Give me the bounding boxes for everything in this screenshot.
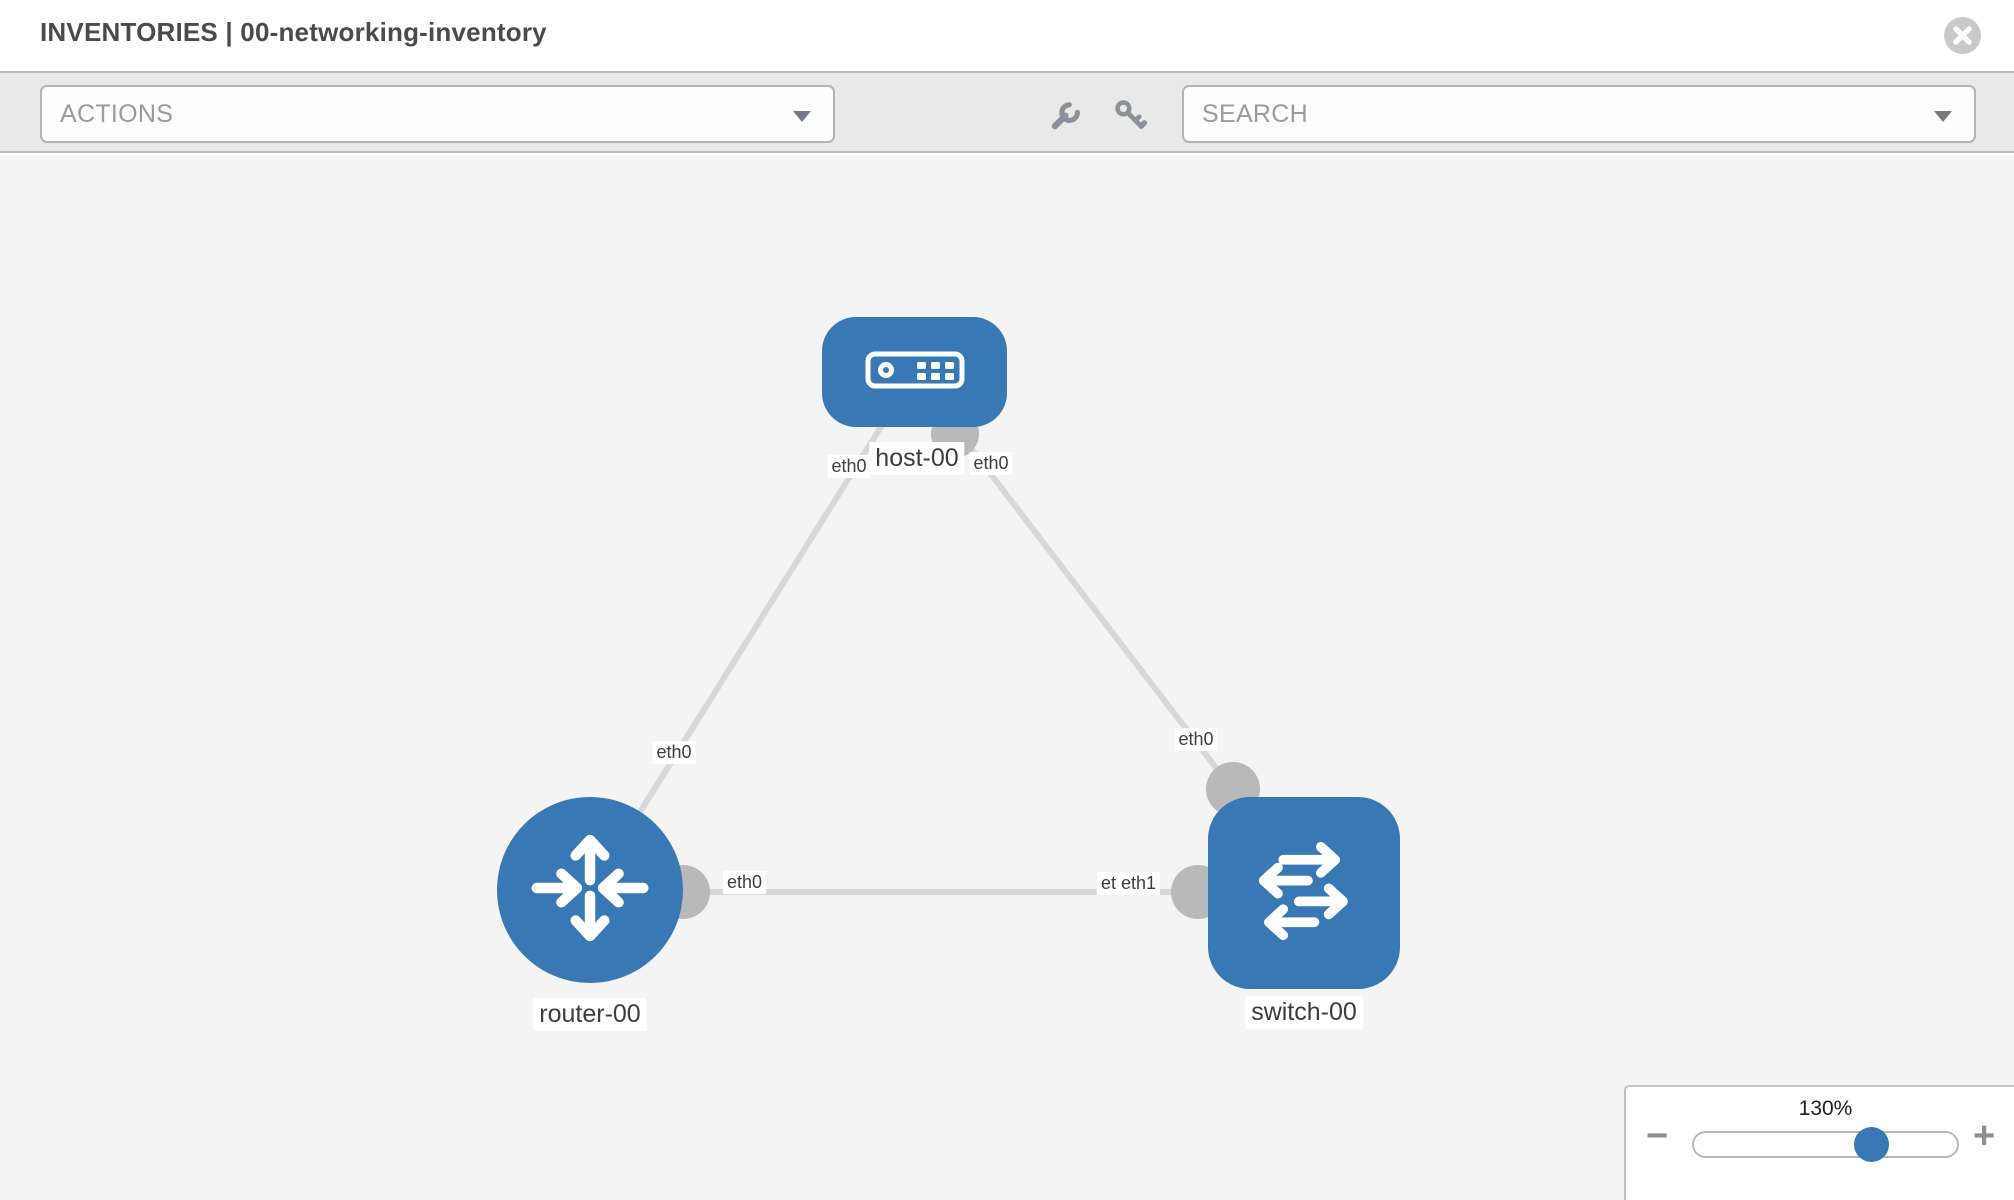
interface-label-host-right: eth0 (969, 452, 1013, 475)
node-switch-00[interactable] (1208, 797, 1400, 989)
interface-label-switch-left: eth1 (1117, 872, 1161, 895)
wrench-icon[interactable] (1048, 97, 1084, 133)
header: INVENTORIES | 00-networking-inventory (0, 0, 2014, 71)
key-icon[interactable] (1112, 97, 1148, 133)
switch-icon (1239, 826, 1369, 961)
zoom-slider-handle[interactable] (1854, 1127, 1889, 1162)
node-label-switch-00: switch-00 (1245, 996, 1363, 1029)
interface-label-router-right: eth0 (723, 871, 767, 894)
zoom-level-value: 130% (1798, 1097, 1853, 1120)
chevron-down-icon (1934, 111, 1952, 122)
close-button[interactable] (1944, 17, 1981, 54)
topology-canvas[interactable]: host-00 router-00 switch-00 eth0 eth0 et… (0, 155, 2014, 1200)
node-host-00[interactable] (822, 317, 1007, 427)
search-dropdown[interactable]: SEARCH (1182, 85, 1976, 143)
close-icon (1953, 26, 1972, 45)
page-title: INVENTORIES | 00-networking-inventory (40, 17, 547, 47)
router-icon (525, 823, 655, 958)
chevron-down-icon (793, 111, 811, 122)
node-label-host-00: host-00 (869, 442, 965, 475)
actions-dropdown-label: ACTIONS (60, 99, 174, 128)
node-router-00[interactable] (497, 797, 683, 983)
interface-label-host-left: eth0 (827, 455, 871, 478)
zoom-slider[interactable] (1692, 1127, 1959, 1162)
interface-label-switch-up: eth0 (1174, 728, 1218, 751)
topology-links-layer (587, 372, 1304, 919)
toolbar: ACTIONS SEARCH (0, 71, 2014, 153)
interface-label-router-up: eth0 (652, 741, 696, 764)
zoom-panel: 130% − + (1624, 1085, 2014, 1200)
zoom-in-button[interactable]: + (1973, 1115, 1996, 1157)
zoom-out-button[interactable]: − (1646, 1115, 1669, 1157)
actions-dropdown[interactable]: ACTIONS (40, 85, 835, 143)
host-icon (865, 350, 965, 395)
search-placeholder: SEARCH (1202, 99, 1308, 128)
node-label-router-00: router-00 (533, 998, 647, 1031)
